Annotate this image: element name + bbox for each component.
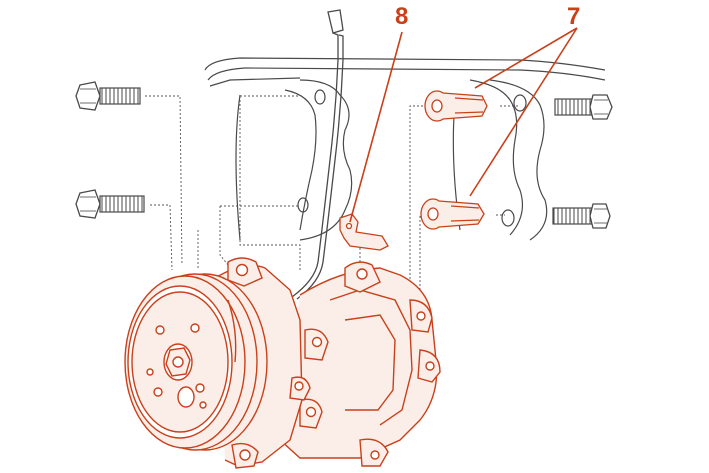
bushing-icon [420, 198, 485, 230]
bushing-icon [424, 90, 488, 122]
sensor-wire [291, 9, 344, 300]
alignment-guides [145, 95, 520, 300]
engine-mount-frame [204, 57, 606, 241]
callout-8: 8 [395, 3, 408, 30]
ac-compressor-icon [124, 257, 441, 469]
bolt-icon [75, 81, 141, 111]
leader-lines [349, 27, 578, 223]
bolt-icon [75, 189, 145, 219]
bracket-icon [339, 213, 389, 251]
callout-7: 7 [567, 3, 580, 30]
bolt-icon [554, 94, 613, 120]
bolt-icon [552, 203, 611, 229]
